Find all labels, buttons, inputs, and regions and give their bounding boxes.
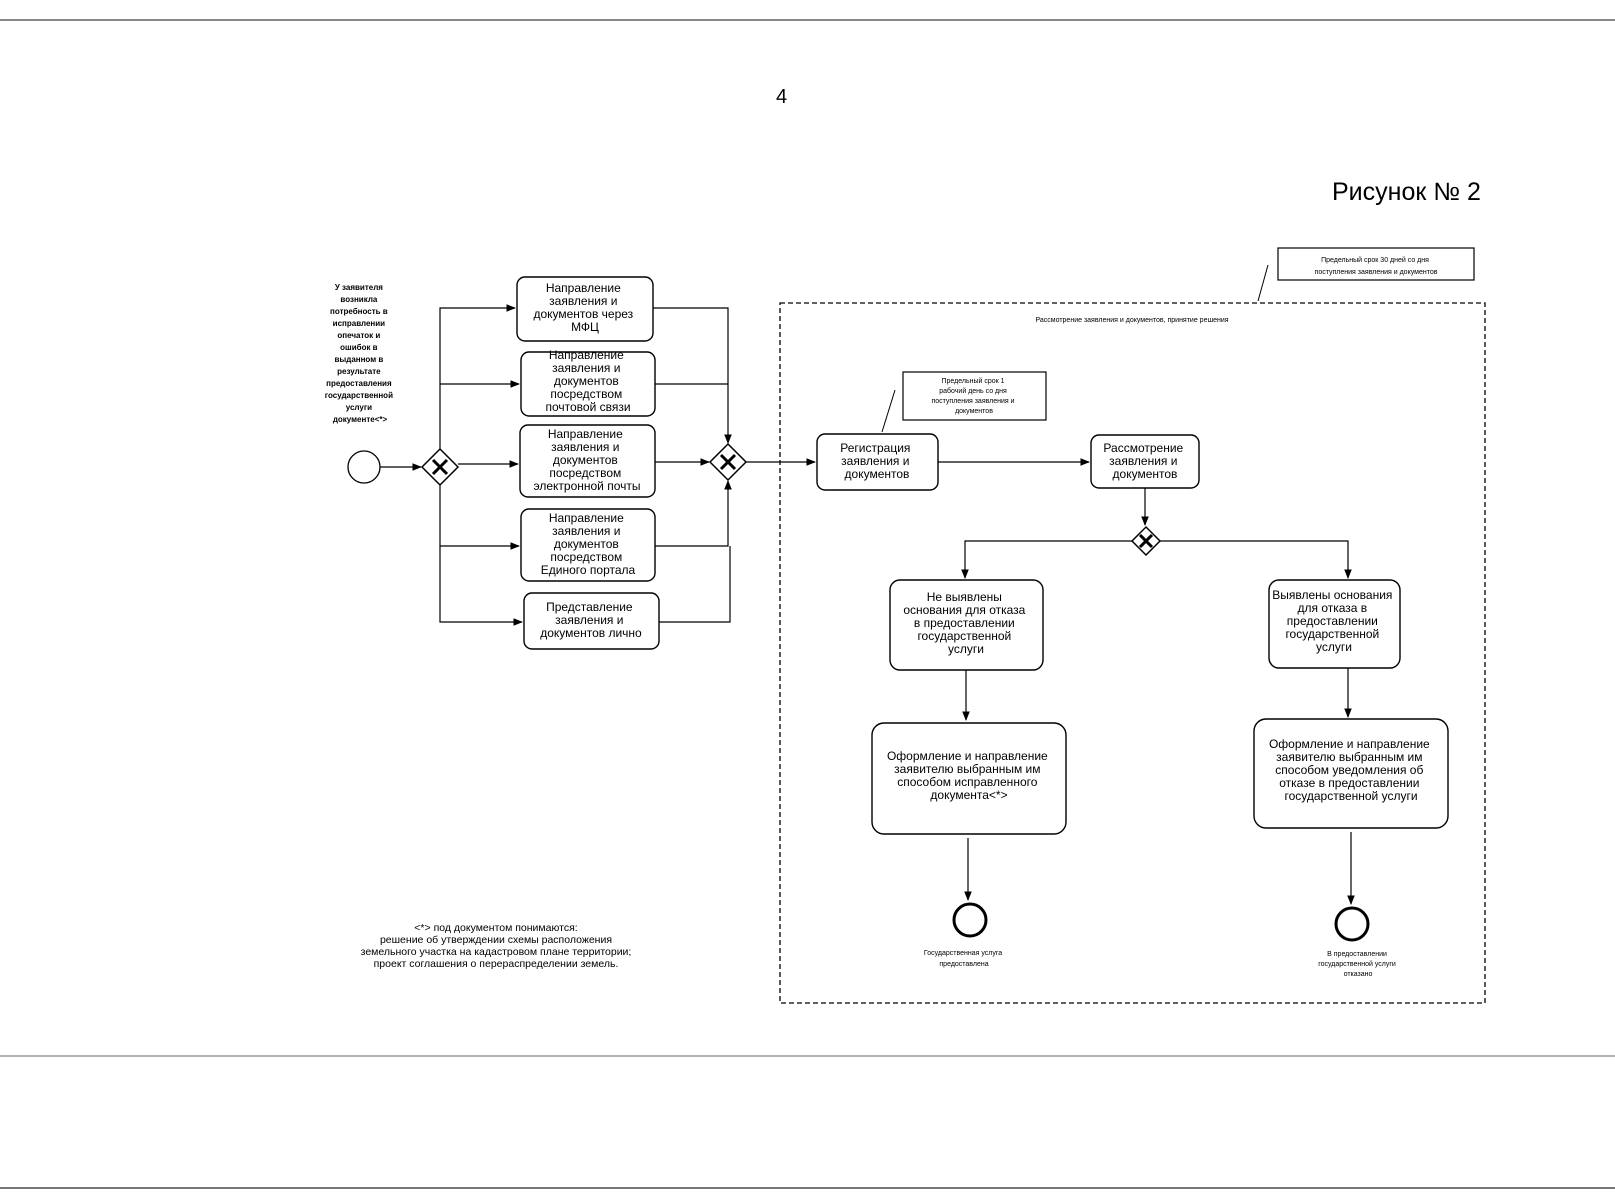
svg-text:Не выявлены основания дл: Не выявлены основания для отказа в предо… [903, 590, 1028, 656]
task-submit-post: Направление заявления и документов посре… [520, 348, 656, 417]
svg-text:Регистрация заявления и: Регистрация заявления и документов [840, 441, 914, 481]
review-group-frame [779, 302, 1486, 1004]
task-submit-in-person: Представление заявления и документов лич… [523, 592, 660, 650]
svg-text:Оформление и направление: Оформление и направление заявителю выбра… [1269, 737, 1433, 803]
deadline-note-30-days [1277, 247, 1475, 281]
footnote-line-2: решение об утверждении схемы расположени… [379, 934, 613, 946]
footnote-line-4: проект соглашения о перераспределении зе… [373, 958, 619, 970]
task-submit-portal: Направление заявления и документов посре… [520, 508, 656, 582]
start-event-circle [347, 450, 381, 484]
decision-gateway [1130, 525, 1162, 557]
end-event-granted-label: Государственная услуга предоставлена [924, 950, 1004, 968]
split-gateway [420, 447, 460, 487]
svg-text:Направление заявления и: Направление заявления и документов через… [533, 281, 636, 334]
flow-decision-to-no-grounds [961, 540, 1132, 579]
deadline-note-1-day-connector [881, 389, 896, 433]
task-grounds-for-refusal: Выявлены основания для отказа в предоста… [1268, 579, 1401, 669]
task-review: Рассмотрение заявления и документов [1090, 434, 1200, 489]
svg-text:Представление заявления: Представление заявления и документов лич… [540, 600, 642, 640]
task-no-grounds-for-refusal: Не выявлены основания для отказа в предо… [889, 579, 1044, 671]
flow-decision-to-grounds [1160, 540, 1352, 579]
start-event-label: У заявителя возникла потребность в испра… [325, 283, 395, 424]
task-submit-mfc: Направление заявления и документов через… [516, 276, 654, 342]
svg-text:Предельный срок 1 рабочи: Предельный срок 1 рабочий день со дня по… [931, 377, 1016, 415]
flow-split-to-inperson [439, 546, 523, 626]
task-registration: Регистрация заявления и документов [816, 433, 939, 491]
task-issue-corrected-document: Оформление и направление заявителю выбра… [871, 722, 1067, 835]
page-number: 4 [776, 86, 788, 108]
task-submit-email: Направление заявления и документов посре… [519, 424, 656, 498]
deadline-note-30-days-text: Предельный срок 30 дней со дня поступлен… [1315, 256, 1438, 276]
svg-text:Направление заявления и: Направление заявления и документов посре… [533, 427, 640, 493]
footnote-line-3: земельного участка на кадастровом плане … [360, 946, 632, 958]
end-event-refused-label: В предоставлении государственной услуги … [1318, 951, 1398, 978]
flow-portal-to-merge [655, 480, 732, 547]
svg-text:Рассмотрение заявления и: Рассмотрение заявления и документов [1103, 441, 1186, 481]
flow-mfc-to-merge [653, 307, 732, 444]
figure-title: Рисунок № 2 [1332, 178, 1481, 206]
flow-split-to-portal [439, 485, 520, 550]
svg-text:Оформление и направление: Оформление и направление заявителю выбра… [887, 749, 1051, 802]
flow-split-to-mfc [439, 304, 516, 449]
flow-inperson-to-merge [659, 546, 731, 623]
svg-text:Выявлены основания для о: Выявлены основания для отказа в предоста… [1272, 588, 1396, 654]
footnote: <*> под документом понимаются: решение о… [326, 922, 666, 970]
deadline-note-30-days-connector [1257, 264, 1269, 302]
end-event-refused [1334, 906, 1370, 942]
footnote-line-1: <*> под документом понимаются: [414, 922, 578, 934]
svg-text:Направление заявления и: Направление заявления и документов посре… [541, 511, 636, 577]
end-event-granted [952, 902, 988, 938]
deadline-note-1-day: Предельный срок 1 рабочий день со дня по… [902, 371, 1047, 421]
merge-gateway [708, 442, 748, 482]
review-group-title: Рассмотрение заявления и документов, при… [1035, 317, 1228, 324]
svg-text:Направление заявления и: Направление заявления и документов посре… [545, 348, 630, 414]
task-issue-refusal-notice: Оформление и направление заявителю выбра… [1253, 718, 1449, 829]
